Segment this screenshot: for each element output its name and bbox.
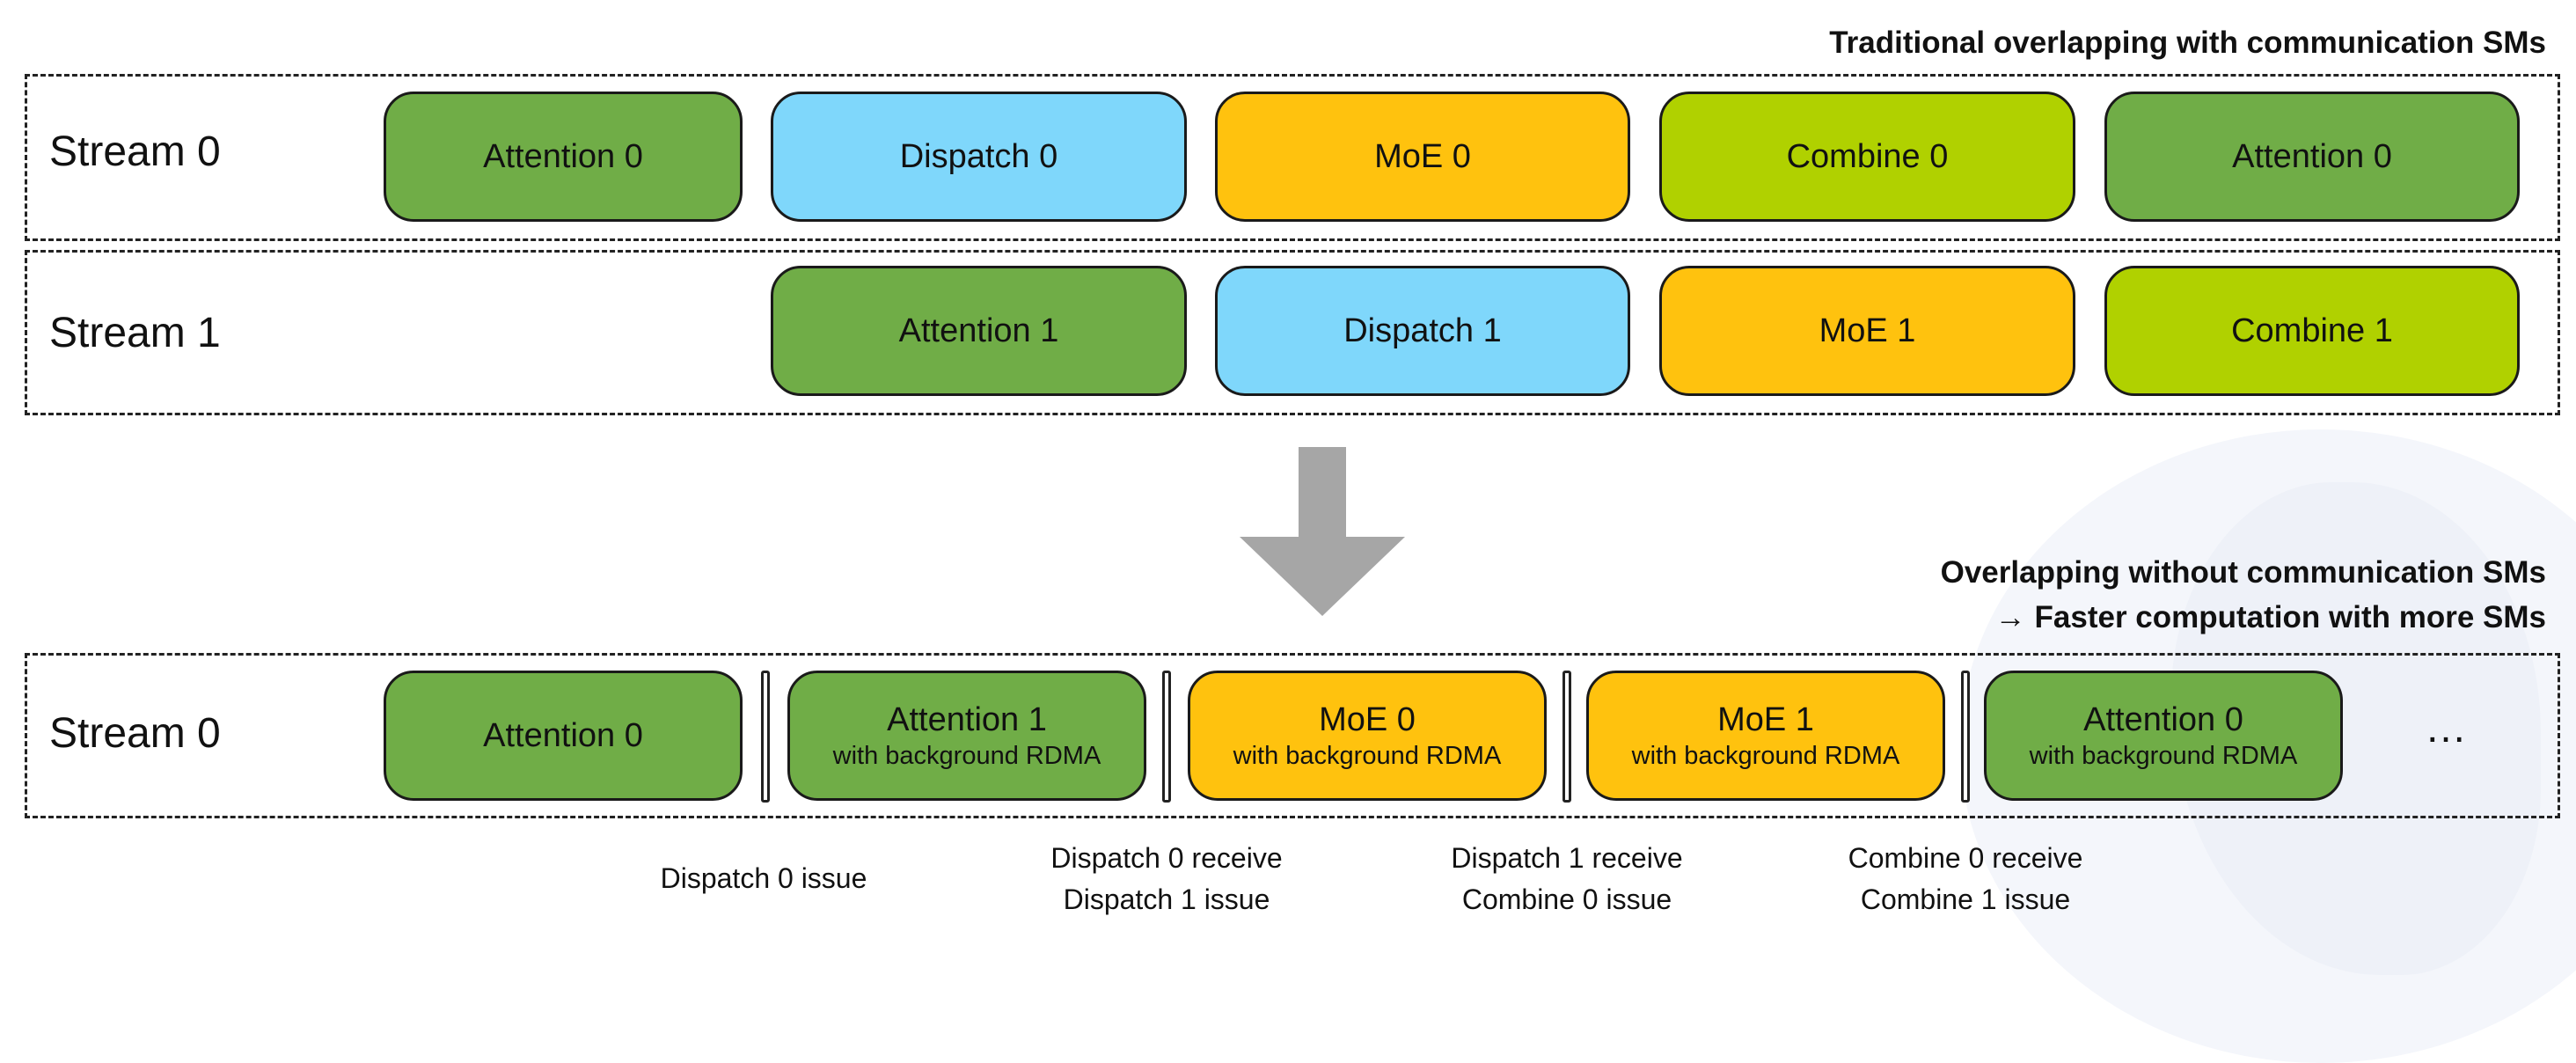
annotation-line: Combine 0 issue (1461, 883, 1672, 915)
annotation-4: Combine 0 receive Combine 1 issue (1833, 838, 2097, 920)
block-title: MoE 0 (1374, 138, 1471, 175)
block-title: Attention 0 (2083, 701, 2243, 738)
continuation-ellipsis: … (2425, 705, 2469, 751)
sync-separator (761, 671, 770, 803)
bottom-stream0-panel (25, 653, 2560, 818)
block-title: Attention 0 (2232, 138, 2392, 175)
annotation-line: Dispatch 1 receive (1451, 842, 1683, 874)
block-title: Dispatch 0 (899, 138, 1058, 175)
block-title: MoE 1 (1819, 312, 1916, 349)
top-stream0-block-dispatch-0: Dispatch 0 (771, 92, 1187, 222)
bottom-block-moe-1: MoE 1 with background RDMA (1586, 671, 1945, 801)
annotation-line: Dispatch 0 issue (660, 862, 867, 894)
annotation-1: Dispatch 0 issue (632, 858, 896, 899)
sync-separator (1961, 671, 1970, 803)
top-stream0-block-combine-0: Combine 0 (1659, 92, 2075, 222)
block-title: Attention 1 (898, 312, 1059, 349)
annotation-2: Dispatch 0 receive Dispatch 1 issue (1035, 838, 1299, 920)
top-stream0-label: Stream 0 (49, 128, 221, 175)
top-stream1-block-moe-1: MoE 1 (1659, 266, 2075, 396)
bottom-block-attention-0-next: Attention 0 with background RDMA (1984, 671, 2343, 801)
bottom-block-attention-1: Attention 1 with background RDMA (787, 671, 1146, 801)
block-title: Attention 1 (887, 701, 1047, 738)
top-stream0-block-attention-0: Attention 0 (384, 92, 743, 222)
annotation-line: Dispatch 1 issue (1063, 883, 1270, 915)
block-title: Dispatch 1 (1343, 312, 1502, 349)
top-stream1-block-attention-1: Attention 1 (771, 266, 1187, 396)
top-stream1-label: Stream 1 (49, 310, 221, 356)
sync-separator (1162, 671, 1171, 803)
top-stream0-block-moe-0: MoE 0 (1215, 92, 1630, 222)
block-subtitle: with background RDMA (2029, 742, 2298, 770)
block-subtitle: with background RDMA (832, 742, 1101, 770)
bottom-block-moe-0: MoE 0 with background RDMA (1188, 671, 1547, 801)
top-stream0-panel (25, 74, 2560, 241)
bottom-heading-line2: → Faster computation with more SMs (1994, 600, 2546, 634)
block-title: Combine 1 (2231, 312, 2393, 349)
block-title: MoE 0 (1319, 701, 1416, 738)
annotation-3: Dispatch 1 receive Combine 0 issue (1435, 838, 1699, 920)
top-stream0-block-attention-0-next: Attention 0 (2104, 92, 2520, 222)
annotation-line: Dispatch 0 receive (1050, 842, 1283, 874)
top-stream1-block-dispatch-1: Dispatch 1 (1215, 266, 1630, 396)
top-stream1-panel (25, 250, 2560, 415)
bottom-stream0-label: Stream 0 (49, 710, 221, 757)
down-arrow-icon (1232, 447, 1408, 624)
block-title: MoE 1 (1717, 701, 1814, 738)
block-subtitle: with background RDMA (1233, 742, 1502, 770)
bottom-block-attention-0: Attention 0 (384, 671, 743, 801)
block-subtitle: with background RDMA (1631, 742, 1900, 770)
block-title: Attention 0 (483, 138, 643, 175)
top-stream1-block-combine-1: Combine 1 (2104, 266, 2520, 396)
sync-separator (1562, 671, 1571, 803)
bottom-heading-line1: Overlapping without communication SMs (1940, 555, 2546, 590)
block-title: Attention 0 (483, 717, 643, 754)
block-title: Combine 0 (1786, 138, 1949, 175)
annotation-line: Combine 1 issue (1860, 883, 2071, 915)
top-heading: Traditional overlapping with communicati… (1829, 26, 2546, 60)
annotation-line: Combine 0 receive (1848, 842, 2083, 874)
